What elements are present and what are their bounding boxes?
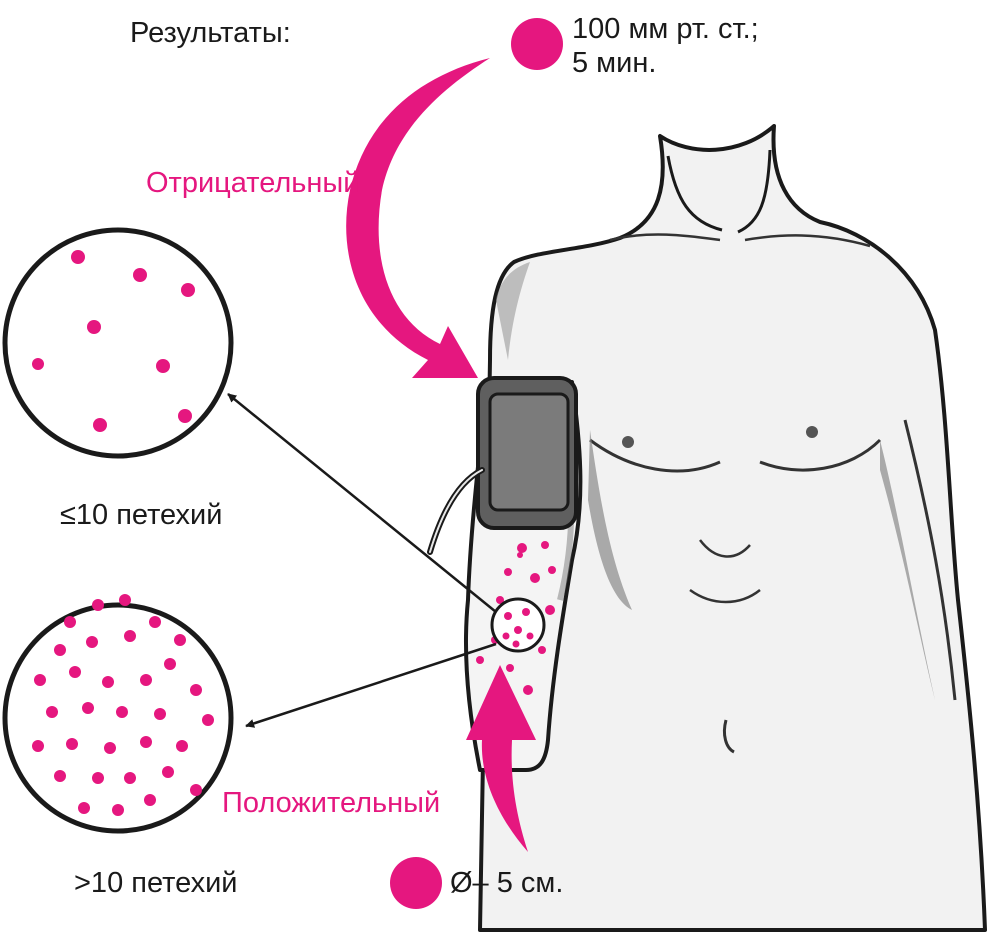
pressure-value: 100 мм рт. ст.; — [572, 12, 759, 46]
positive-result-label: Положительный — [222, 786, 440, 820]
diameter-label: Ø– 5 см. — [450, 866, 563, 900]
positive-count-label: >10 петехий — [74, 866, 237, 900]
bp-cuff — [430, 378, 576, 552]
arrow-to-negative — [228, 394, 496, 612]
pressure-legend: 100 мм рт. ст.; 5 мин. — [572, 12, 759, 80]
diameter-legend-dot — [390, 857, 442, 909]
negative-magnifier — [5, 230, 231, 456]
negative-count-label: ≤10 петехий — [60, 498, 222, 532]
pressure-duration: 5 мин. — [572, 46, 759, 80]
pressure-legend-dot — [511, 18, 563, 70]
results-heading: Результаты: — [130, 16, 291, 50]
test-area — [492, 599, 544, 651]
cuff-panel — [490, 394, 568, 510]
negative-result-label: Отрицательный — [146, 166, 359, 200]
arrow-to-positive — [246, 644, 496, 726]
negative-curved-arrow — [346, 58, 490, 378]
positive-magnifier — [5, 594, 231, 831]
